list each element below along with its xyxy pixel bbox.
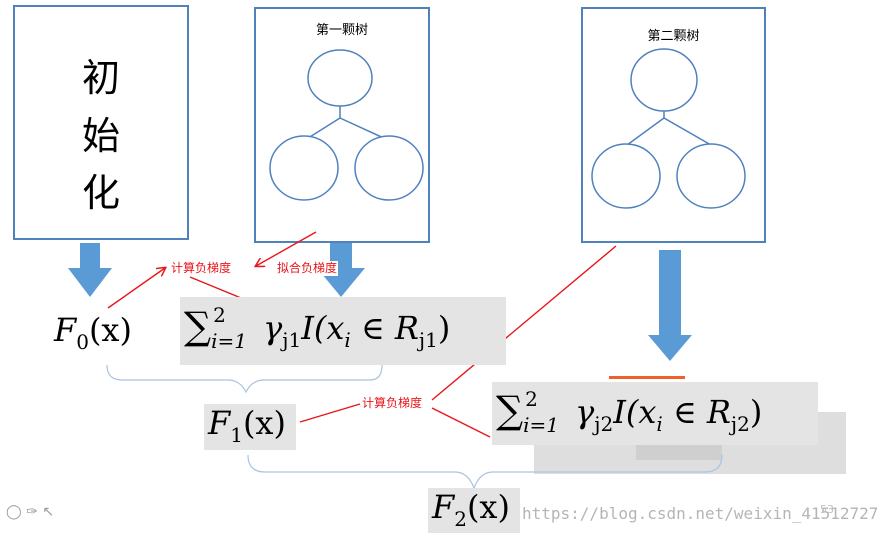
init-char-1: 初 [81, 56, 120, 100]
tree1-box: 第一颗树 [254, 7, 430, 243]
tree1-down-arrow [317, 243, 365, 297]
label-compute-gradient-1: 计算负梯度 [170, 261, 233, 276]
f2-background [428, 488, 520, 533]
tree2-left-node [591, 143, 661, 209]
pen-icon[interactable]: ✑ [26, 504, 38, 520]
circle-icon[interactable]: ◯ [6, 504, 22, 520]
formula-f1: F1(x) [208, 404, 286, 447]
init-box: 初 始 化 [13, 5, 189, 240]
orange-underline [609, 376, 685, 379]
formula-f0: F0(x) [54, 311, 132, 354]
gray-highlight-dark [636, 440, 722, 460]
cursor-icon[interactable]: ↖ [42, 504, 55, 520]
sum1-background [180, 297, 506, 365]
label-compute-gradient-2: 计算负梯度 [361, 396, 424, 411]
red-arrow-tree1-to-fit [256, 231, 317, 266]
sum2-background [492, 382, 818, 445]
red-arrow-f0-to-label [107, 268, 165, 309]
brace-1 [106, 364, 383, 394]
tree2-diagram [591, 48, 746, 209]
tree1-root-node [307, 49, 373, 107]
tree1-label: 第一颗树 [315, 23, 368, 38]
red-line-f1-to-label [299, 403, 361, 423]
red-line-label-to-sum2 [431, 407, 491, 438]
diagram-graphics [68, 48, 746, 490]
watermark-suffix: 53 [820, 503, 834, 516]
init-char-2: 始 [81, 114, 120, 158]
tree2-label: 第二颗树 [647, 29, 700, 44]
tree1-right-node [354, 135, 424, 201]
toolbar: ◯ ✑ ↖ [6, 504, 54, 520]
tree2-root-node [630, 48, 698, 112]
init-down-arrow [68, 243, 112, 297]
tree1-left-node [269, 135, 339, 201]
red-line-tree2-to-label [431, 245, 617, 401]
tree2-down-arrow [648, 250, 692, 361]
tree1-diagram [269, 49, 424, 201]
f1-background [204, 404, 296, 450]
formula-f2: F2(x) [432, 488, 510, 531]
brace-2 [247, 454, 723, 490]
watermark: https://blog.csdn.net/weixin_41512727 [522, 504, 878, 523]
label-fit-gradient: 拟合负梯度 [276, 261, 339, 276]
tree2-right-node [676, 143, 746, 209]
init-char-3: 化 [81, 171, 120, 215]
